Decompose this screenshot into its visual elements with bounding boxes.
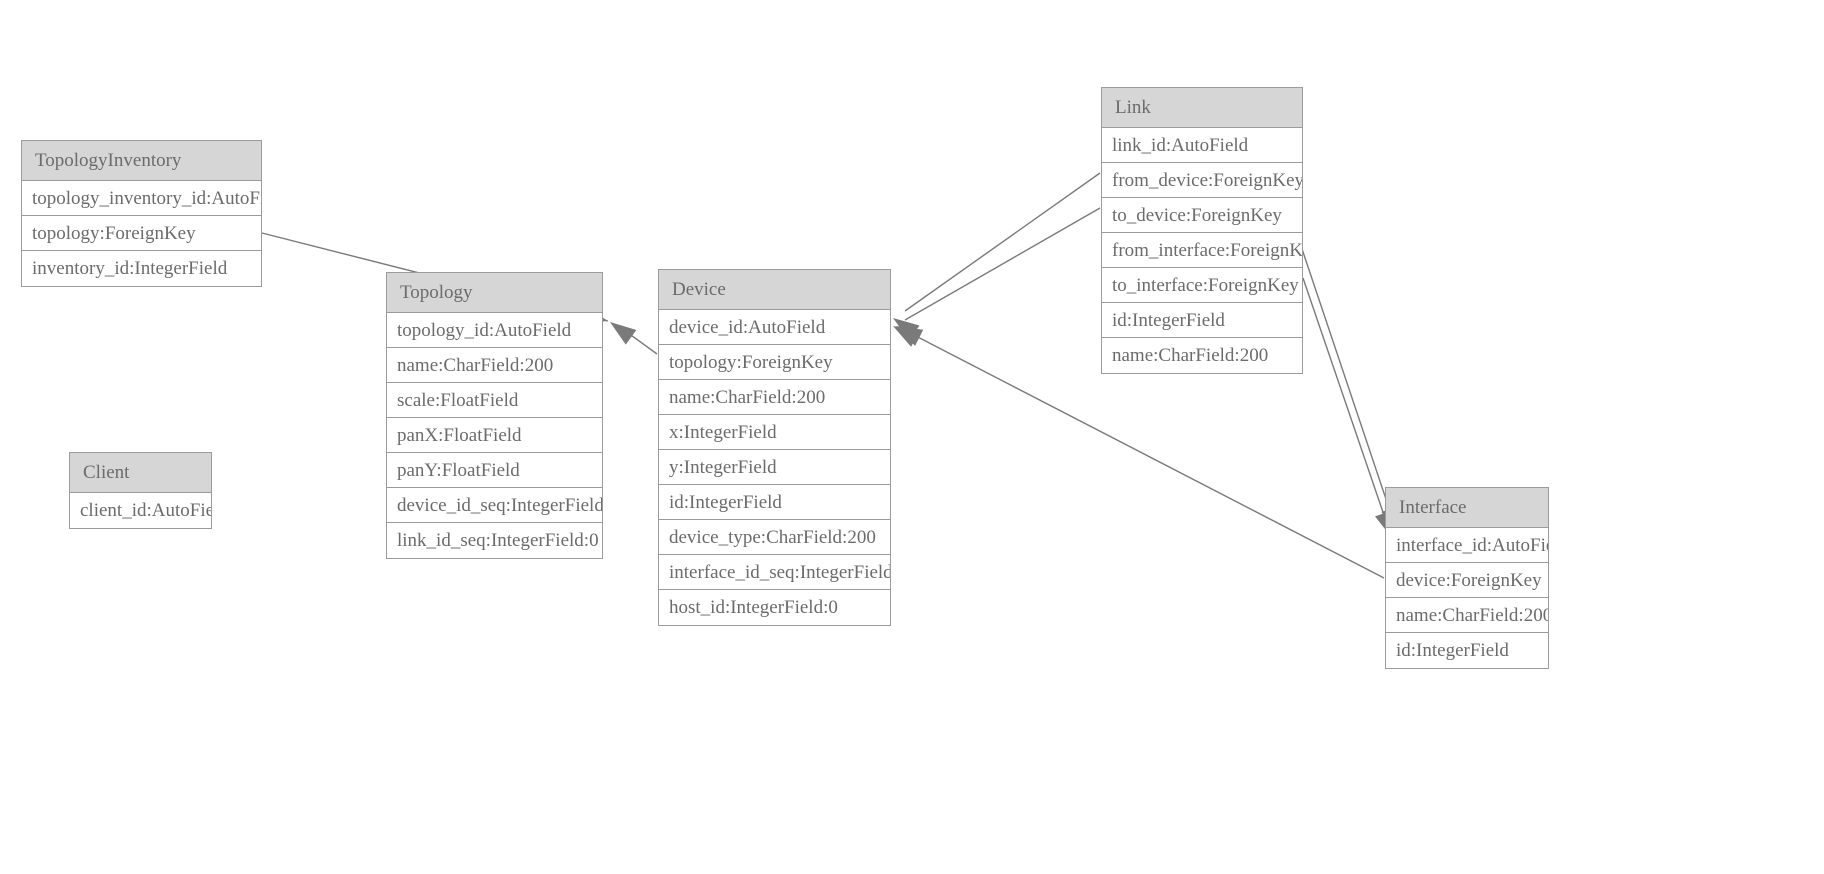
- entity-field: link_id:AutoField: [1102, 128, 1302, 163]
- relation-device-to-topology: [610, 322, 658, 355]
- entity-field: device_id_seq:IntegerField:0: [387, 488, 602, 523]
- relation-link-to-device: [893, 207, 1101, 347]
- entity-field: id:IntegerField: [659, 485, 890, 520]
- entity-field: to_interface:ForeignKey: [1102, 268, 1302, 303]
- entity-title-link: Link: [1102, 88, 1302, 128]
- entity-title-device: Device: [659, 270, 890, 310]
- entity-field: from_interface:ForeignKey: [1102, 233, 1302, 268]
- entity-field: device:ForeignKey: [1386, 563, 1548, 598]
- entity-field: x:IntegerField: [659, 415, 890, 450]
- entity-field: from_device:ForeignKey: [1102, 163, 1302, 198]
- entity-field: link_id_seq:IntegerField:0: [387, 523, 602, 558]
- entity-field: topology:ForeignKey: [22, 216, 261, 251]
- entity-field: panX:FloatField: [387, 418, 602, 453]
- entity-field: name:CharField:200: [1386, 598, 1548, 633]
- entity-title-client: Client: [70, 453, 211, 493]
- entity-field: interface_id_seq:IntegerField:0: [659, 555, 890, 590]
- entity-field: topology:ForeignKey: [659, 345, 890, 380]
- entity-field: inventory_id:IntegerField: [22, 251, 261, 286]
- entity-field: topology_id:AutoField: [387, 313, 602, 348]
- relation-link-from-device: [893, 172, 1101, 341]
- entity-field: scale:FloatField: [387, 383, 602, 418]
- entity-field: panY:FloatField: [387, 453, 602, 488]
- entity-field: name:CharField:200: [387, 348, 602, 383]
- entity-interface[interactable]: Interfaceinterface_id:AutoFielddevice:Fo…: [1385, 487, 1549, 669]
- entity-field: name:CharField:200: [1102, 338, 1302, 373]
- entity-field: id:IntegerField: [1102, 303, 1302, 338]
- entity-field: device_type:CharField:200: [659, 520, 890, 555]
- entity-title-interface: Interface: [1386, 488, 1548, 528]
- entity-field: id:IntegerField: [1386, 633, 1548, 668]
- entity-field: y:IntegerField: [659, 450, 890, 485]
- entity-title-topology: Topology: [387, 273, 602, 313]
- entity-field: interface_id:AutoField: [1386, 528, 1548, 563]
- entity-field: topology_inventory_id:AutoField: [22, 181, 261, 216]
- entity-field: device_id:AutoField: [659, 310, 890, 345]
- entity-field: client_id:AutoField: [70, 493, 211, 528]
- entity-title-topology-inventory: TopologyInventory: [22, 141, 261, 181]
- entity-field: host_id:IntegerField:0: [659, 590, 890, 625]
- entity-field: to_device:ForeignKey: [1102, 198, 1302, 233]
- entity-field: name:CharField:200: [659, 380, 890, 415]
